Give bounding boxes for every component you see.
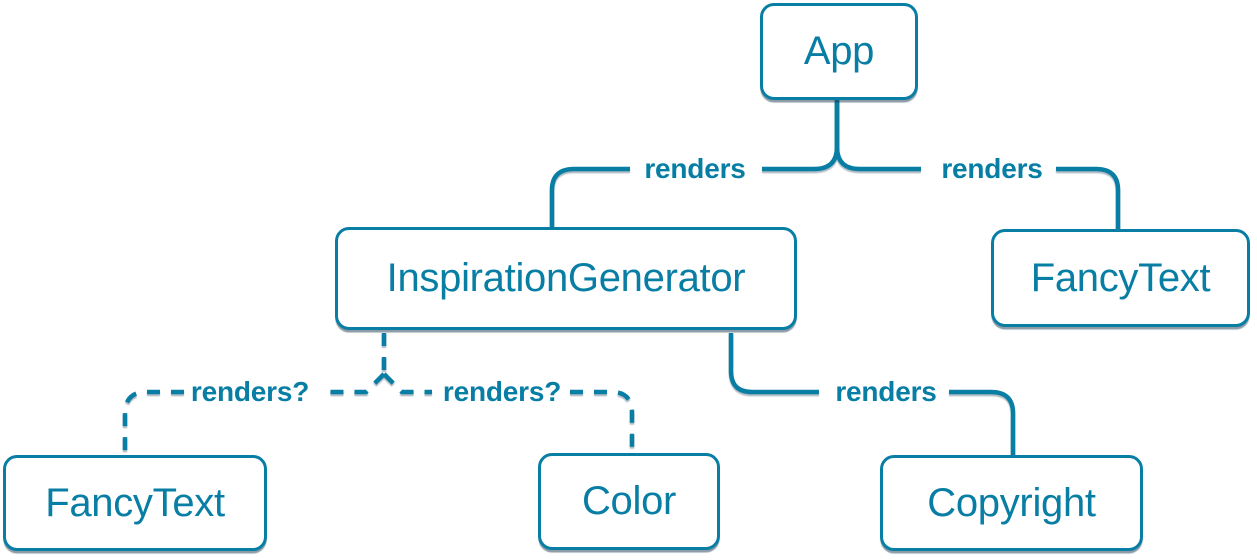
node-color: Color xyxy=(538,453,720,550)
edge-inspirationgenerator-copyright xyxy=(728,333,1016,455)
node-fancy-text-top: FancyText xyxy=(991,229,1250,327)
edge-app-fancytext xyxy=(834,100,1121,229)
node-inspiration-generator: InspirationGenerator xyxy=(335,227,797,330)
edge-label-renders-copyright: renders xyxy=(835,376,937,407)
edge-label-renders-question-right: renders? xyxy=(442,376,562,407)
edge-inspirationgenerator-fancytext xyxy=(122,333,387,452)
edge-label-renders-right: renders xyxy=(941,153,1043,184)
edge-label-renders-question-left: renders? xyxy=(190,376,310,407)
edge-inspirationgenerator-color xyxy=(382,372,635,450)
node-copyright: Copyright xyxy=(880,455,1143,551)
edge-label-renders-left: renders xyxy=(644,153,746,184)
node-app: App xyxy=(760,3,918,100)
node-fancy-text-bottom: FancyText xyxy=(3,455,267,551)
